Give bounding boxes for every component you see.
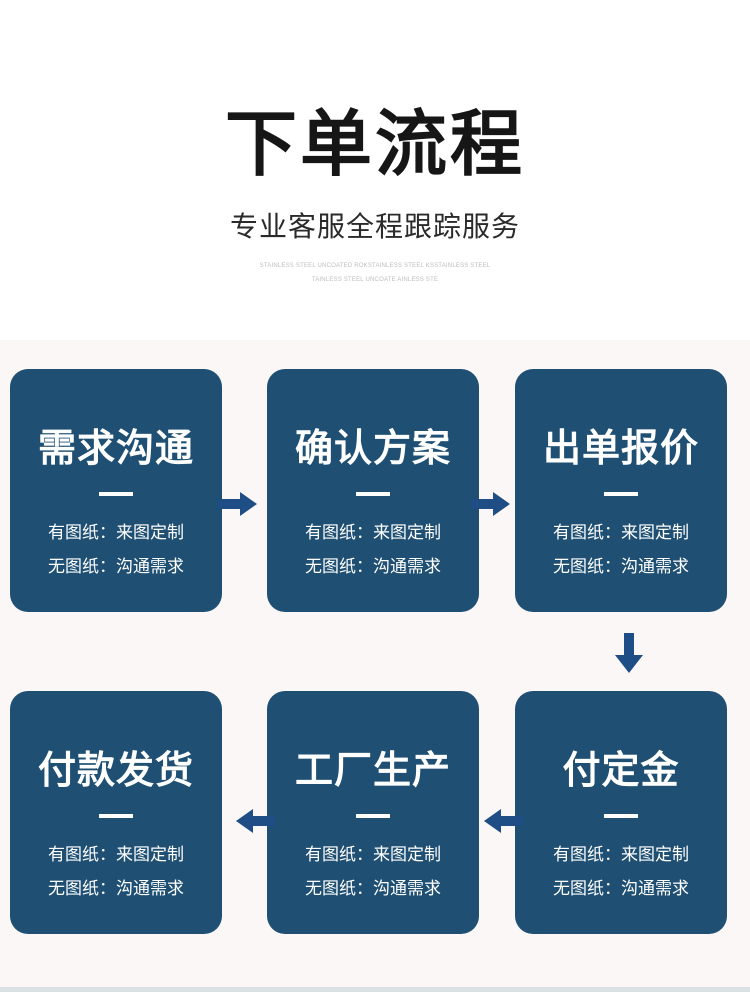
step-note-without-drawing: 无图纸：沟通需求 [553, 879, 689, 899]
decorative-caption-line-1: STAINLESS STEEL UNCOATED ROKSTAINLESS ST… [259, 263, 491, 269]
step-divider [604, 492, 638, 496]
step-title: 付款发货 [37, 748, 194, 792]
step-title: 出单报价 [542, 426, 699, 470]
step-card-5: 工厂生产 有图纸：来图定制 无图纸：沟通需求 [267, 691, 479, 934]
step-divider [99, 492, 133, 496]
step-divider [604, 814, 638, 818]
page-subtitle: 专业客服全程跟踪服务 [229, 210, 520, 243]
step-divider [356, 492, 390, 496]
step-title: 需求沟通 [37, 426, 194, 470]
step-card-6: 付款发货 有图纸：来图定制 无图纸：沟通需求 [10, 691, 222, 934]
step-card-3: 出单报价 有图纸：来图定制 无图纸：沟通需求 [515, 369, 727, 612]
step-note-with-drawing: 有图纸：来图定制 [553, 845, 689, 865]
step-card-1: 需求沟通 有图纸：来图定制 无图纸：沟通需求 [10, 369, 222, 612]
step-note-without-drawing: 无图纸：沟通需求 [305, 879, 441, 899]
step-divider [99, 814, 133, 818]
arrow-down-icon [615, 633, 643, 673]
step-note-with-drawing: 有图纸：来图定制 [305, 845, 441, 865]
step-divider [356, 814, 390, 818]
arrow-right-icon [218, 492, 257, 516]
arrow-left-icon [484, 809, 523, 833]
bottom-divider [0, 987, 750, 992]
arrow-left-icon [236, 809, 275, 833]
step-note-without-drawing: 无图纸：沟通需求 [305, 557, 441, 577]
step-title: 确认方案 [294, 426, 451, 470]
arrow-right-icon [471, 492, 510, 516]
step-note-without-drawing: 无图纸：沟通需求 [553, 557, 689, 577]
page-title: 下单流程 [224, 102, 525, 186]
step-note-with-drawing: 有图纸：来图定制 [553, 523, 689, 543]
step-note-without-drawing: 无图纸：沟通需求 [48, 557, 184, 577]
decorative-caption-line-2: TAINLESS STEEL UNCOATE AINLESS STE [311, 277, 439, 283]
step-note-without-drawing: 无图纸：沟通需求 [48, 879, 184, 899]
step-card-4: 付定金 有图纸：来图定制 无图纸：沟通需求 [515, 691, 727, 934]
step-card-2: 确认方案 有图纸：来图定制 无图纸：沟通需求 [267, 369, 479, 612]
step-note-with-drawing: 有图纸：来图定制 [48, 845, 184, 865]
step-title: 付定金 [562, 748, 680, 792]
step-note-with-drawing: 有图纸：来图定制 [48, 523, 184, 543]
step-note-with-drawing: 有图纸：来图定制 [305, 523, 441, 543]
step-title: 工厂生产 [294, 748, 451, 792]
